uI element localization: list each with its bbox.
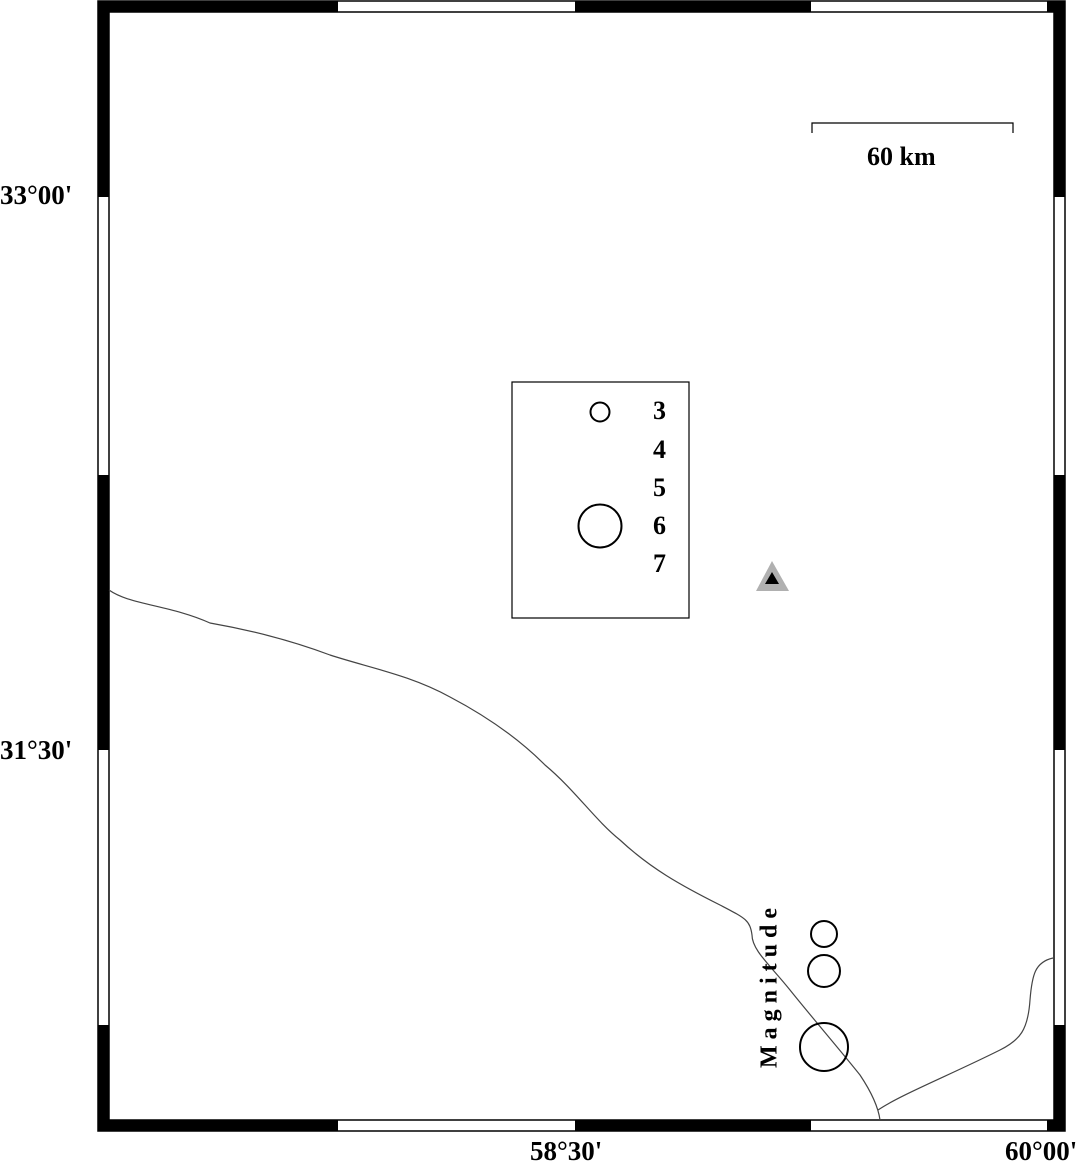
event-circle bbox=[799, 1022, 849, 1072]
legend-entry-6: 6 bbox=[653, 511, 666, 540]
legend-entry-7: 7 bbox=[653, 549, 666, 578]
lat-label-33-00: 33°00' bbox=[0, 180, 73, 210]
scale-bar bbox=[811, 122, 1014, 133]
legend-entry-4: 4 bbox=[653, 435, 666, 464]
legend-entry-3: 3 bbox=[653, 396, 666, 425]
scale-bar-label: 60 km bbox=[867, 142, 936, 171]
event-circle bbox=[807, 954, 841, 988]
lon-label-60-00: 60°00' bbox=[1005, 1136, 1078, 1166]
legend-circle-6 bbox=[577, 503, 623, 549]
legend-entry-5: 5 bbox=[653, 473, 666, 502]
coastline bbox=[108, 589, 1054, 1121]
map-frame bbox=[97, 0, 1066, 1132]
lon-label-58-30: 58°30' bbox=[530, 1136, 603, 1166]
lat-label-31-30: 31°30' bbox=[0, 735, 73, 765]
legend-circle-3 bbox=[589, 401, 611, 423]
event-circle bbox=[810, 920, 838, 948]
magnitude-label: Magnitude bbox=[756, 901, 783, 1069]
earthquake-events bbox=[799, 920, 849, 1072]
station-triangle-icon bbox=[756, 561, 789, 591]
